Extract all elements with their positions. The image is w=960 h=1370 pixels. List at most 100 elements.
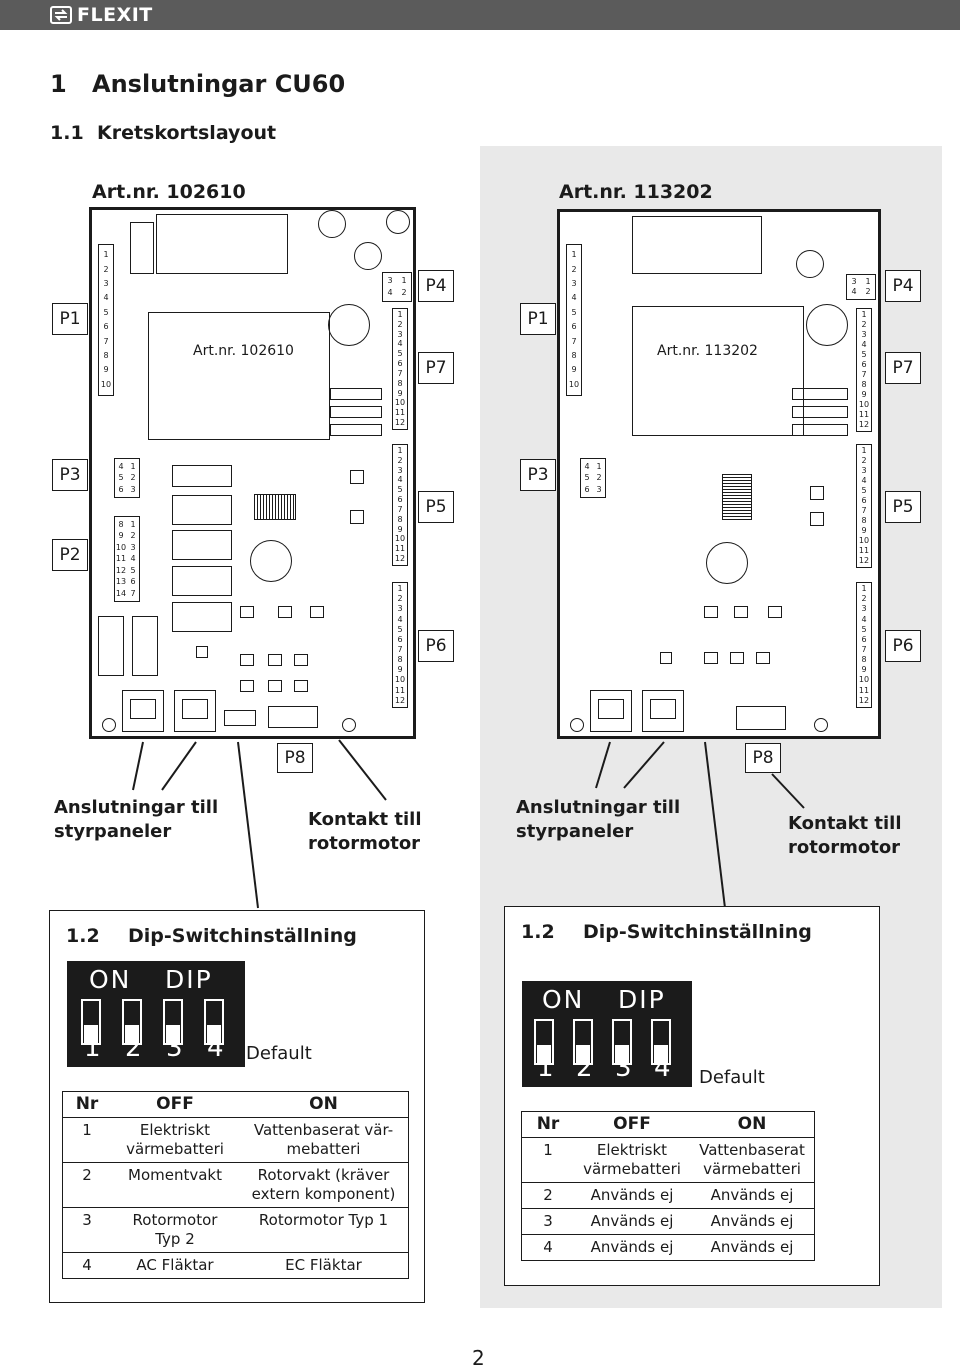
dip-number: 4 bbox=[207, 1033, 224, 1063]
dip-switch-1[interactable] bbox=[534, 1019, 554, 1065]
capacitor bbox=[318, 210, 346, 238]
terminal-number: 3 bbox=[571, 279, 577, 289]
cell-nr: 2 bbox=[521, 1182, 574, 1209]
relay bbox=[172, 465, 232, 487]
terminal-number: 4 bbox=[851, 287, 857, 297]
dip-switch-1[interactable] bbox=[81, 999, 101, 1045]
component bbox=[792, 424, 848, 436]
terminal-number: 6 bbox=[571, 322, 577, 332]
cell-on: Används ej bbox=[690, 1234, 815, 1261]
col-off: OFF bbox=[111, 1091, 239, 1118]
cell-on: Vattenbaserat vär-mebatteri bbox=[239, 1117, 409, 1163]
caption-line: Anslutningar till bbox=[54, 797, 219, 818]
terminal-number: 10 bbox=[394, 534, 406, 544]
dip-switch-3[interactable] bbox=[163, 999, 183, 1045]
terminal-number: 8 bbox=[397, 378, 403, 388]
heading-2-number: 1.1 bbox=[50, 122, 84, 144]
terminal-number: 5 bbox=[584, 473, 590, 482]
terminal-number: 1 bbox=[861, 310, 867, 319]
port-label-p4: P4 bbox=[885, 270, 921, 302]
caption-line: Anslutningar till bbox=[516, 797, 681, 818]
dip-dip-label: DIP bbox=[165, 965, 213, 994]
terminal-number: 4 bbox=[571, 293, 577, 303]
dip-switch-2[interactable] bbox=[122, 999, 142, 1045]
dip-left-default: Default bbox=[246, 1043, 312, 1064]
chip bbox=[196, 646, 208, 658]
terminal-number: 4 bbox=[130, 554, 136, 563]
port-label-p8: P8 bbox=[745, 743, 781, 773]
terminal-number: 5 bbox=[861, 624, 867, 634]
chip bbox=[310, 606, 324, 618]
terminal-number: 12 bbox=[858, 556, 870, 565]
right-artnr-title: Art.nr. 113202 bbox=[559, 181, 713, 203]
terminal-number: 8 bbox=[397, 514, 403, 524]
terminal-number: 2 bbox=[103, 264, 109, 274]
terminal-number: 2 bbox=[397, 594, 403, 604]
terminal-number: 2 bbox=[861, 320, 867, 329]
terminal-number: 4 bbox=[397, 475, 403, 485]
terminal-number: 1 bbox=[865, 276, 871, 286]
mounting-hole bbox=[342, 718, 356, 732]
caption-line: styrpaneler bbox=[516, 821, 634, 842]
dip-right-num: 1.2 bbox=[521, 921, 555, 943]
terminal-number: 7 bbox=[397, 504, 403, 514]
dip-switch-2[interactable] bbox=[573, 1019, 593, 1065]
relay bbox=[172, 566, 232, 596]
terminal-number: 5 bbox=[397, 485, 403, 495]
dip-switch-3[interactable] bbox=[612, 1019, 632, 1065]
p8-connector bbox=[268, 706, 318, 728]
terminal-number: 6 bbox=[130, 577, 136, 586]
chip bbox=[294, 680, 308, 692]
terminal-number: 1 bbox=[571, 250, 577, 260]
dip-number: 4 bbox=[654, 1053, 671, 1083]
port-label-p8: P8 bbox=[277, 743, 313, 773]
terminal-number: 3 bbox=[851, 276, 857, 286]
chip bbox=[756, 652, 770, 664]
terminal-number: 4 bbox=[861, 340, 867, 349]
terminal-number: 1 bbox=[861, 446, 867, 455]
dip-switch-4[interactable] bbox=[651, 1019, 671, 1065]
chip bbox=[810, 486, 824, 500]
mounting-hole bbox=[570, 718, 584, 732]
dip-left-title: Dip-Switchinställning bbox=[128, 925, 357, 947]
chip bbox=[240, 654, 254, 666]
chip bbox=[810, 512, 824, 526]
chip bbox=[768, 606, 782, 618]
dip-section-left: 1.2 Dip-Switchinställning ON DIP 1 2 3 4… bbox=[49, 910, 425, 1303]
chip bbox=[350, 470, 364, 484]
terminal-number: 2 bbox=[397, 319, 403, 329]
right-caption-motor: Kontakt till rotormotor bbox=[788, 812, 902, 860]
terminal-number: 9 bbox=[397, 388, 403, 398]
caption-line: rotormotor bbox=[308, 833, 421, 854]
port-label-p3: P3 bbox=[52, 459, 88, 491]
terminal-number: 9 bbox=[571, 365, 577, 375]
col-on: ON bbox=[239, 1091, 409, 1118]
terminal-number: 8 bbox=[103, 350, 109, 360]
chip bbox=[734, 606, 748, 618]
dip-number: 1 bbox=[537, 1053, 554, 1083]
terminal-number: 7 bbox=[861, 644, 867, 654]
terminal-number: 10 bbox=[394, 675, 406, 685]
dip-section-right: 1.2 Dip-Switchinställning ON DIP 1 2 3 4… bbox=[504, 906, 880, 1286]
terminal-number: 8 bbox=[118, 519, 124, 529]
terminal-number: 2 bbox=[130, 531, 136, 540]
table-header-row: Nr OFF ON bbox=[521, 1111, 815, 1138]
terminal-number: 10 bbox=[858, 536, 870, 545]
terminal-number: 12 bbox=[394, 418, 406, 428]
terminal-number: 6 bbox=[397, 359, 403, 369]
header-bar bbox=[0, 0, 960, 30]
relay bbox=[172, 530, 232, 560]
dip-switch-4[interactable] bbox=[204, 999, 224, 1045]
terminal-number: 11 bbox=[858, 410, 870, 419]
terminal-number: 11 bbox=[394, 408, 406, 418]
